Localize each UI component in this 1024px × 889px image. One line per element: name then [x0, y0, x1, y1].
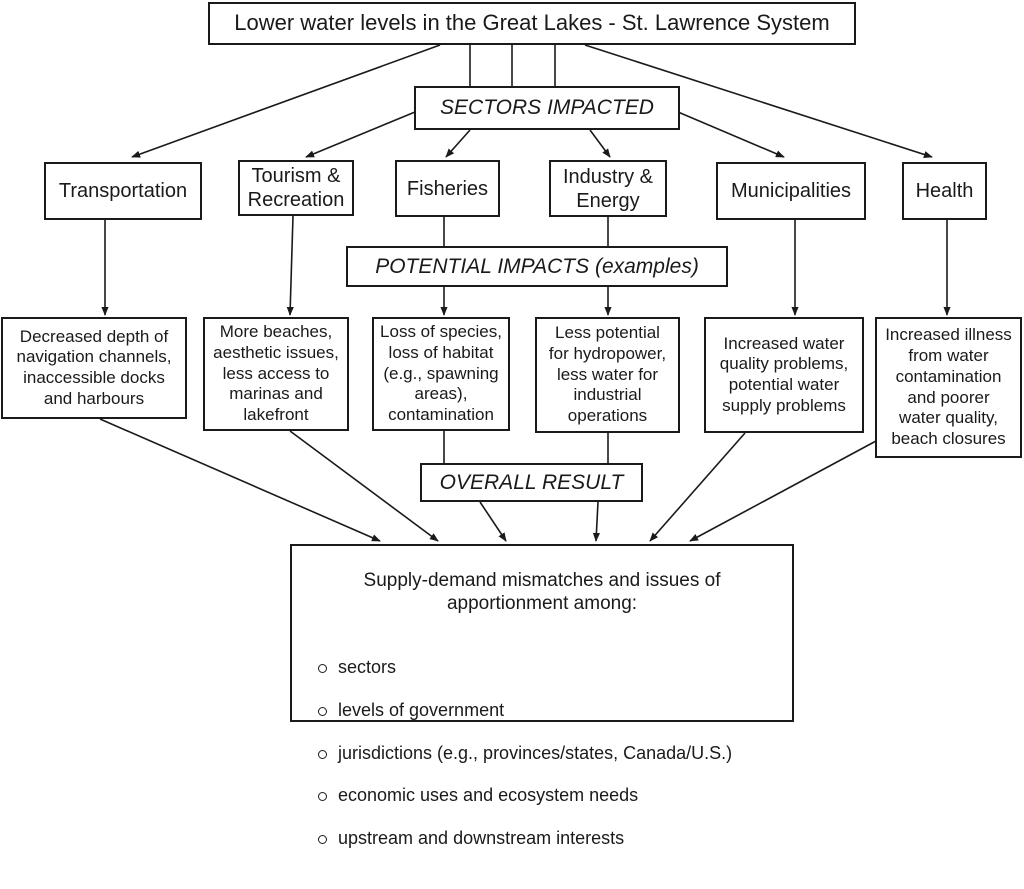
arrow-band-result-right: [592, 501, 601, 542]
impact-transportation: Decreased depth of navigation channels, …: [1, 317, 187, 419]
arrow-health-result: [689, 440, 877, 542]
overall-result-band: OVERALL RESULT: [420, 463, 643, 502]
result-item: upstream and downstream interests: [318, 827, 792, 851]
impact-fisheries: Loss of species, loss of habitat (e.g., …: [372, 317, 510, 431]
result-heading: Supply-demand mismatches and issues of a…: [363, 570, 721, 614]
sector-transportation: Transportation: [44, 162, 202, 220]
impact-tourism-recreation: More beaches, aesthetic issues, less acc…: [203, 317, 349, 431]
bullet-circle-icon: [318, 749, 327, 759]
arrow-tourism-result: [289, 430, 439, 542]
sector-health: Health: [902, 162, 987, 220]
sector-industry-energy: Industry & Energy: [549, 160, 667, 217]
bullet-circle-icon: [318, 834, 327, 844]
result-item: jurisdictions (e.g., provinces/states, C…: [318, 742, 792, 766]
impact-health: Increased illness from water contaminati…: [875, 317, 1022, 458]
result-item: levels of government: [318, 699, 792, 723]
arrow-band-fisheries: [445, 129, 471, 158]
result-item-text: jurisdictions (e.g., provinces/states, C…: [338, 742, 733, 763]
arrow-band-industry: [589, 129, 611, 158]
sectors-impacted-band: SECTORS IMPACTED: [414, 86, 680, 130]
result-item: economic uses and ecosystem needs: [318, 784, 792, 808]
arrow-band-municipalities: [677, 111, 785, 158]
arrow-municipalities-result: [649, 432, 746, 542]
result-item-text: sectors: [338, 657, 397, 678]
arrow-tourism-impact: [286, 215, 294, 316]
sector-municipalities: Municipalities: [716, 162, 866, 220]
sector-tourism-recreation: Tourism & Recreation: [238, 160, 354, 216]
result-item-text: levels of government: [338, 699, 505, 720]
overall-result-box: Supply-demand mismatches and issues of a…: [290, 544, 794, 848]
result-item-text: upstream and downstream interests: [338, 827, 625, 848]
arrow-band-result-left: [479, 501, 507, 542]
impact-industry-energy: Less potential for hydropower, less wate…: [535, 317, 680, 433]
diagram-title: Lower water levels in the Great Lakes - …: [208, 2, 856, 45]
connector-lines: [99, 44, 951, 542]
sector-fisheries: Fisheries: [395, 160, 500, 217]
impact-municipalities: Increased water quality problems, potent…: [704, 317, 864, 433]
potential-impacts-band: POTENTIAL IMPACTS (examples): [346, 246, 728, 287]
arrow-band-tourism: [305, 111, 416, 158]
arrow-title-health: [584, 44, 933, 158]
result-item: sectors: [318, 656, 792, 680]
bullet-circle-icon: [318, 664, 327, 674]
arrow-title-transportation: [131, 44, 441, 158]
result-item-text: economic uses and ecosystem needs: [338, 785, 639, 806]
bullet-circle-icon: [318, 792, 327, 802]
result-list: sectors levels of government jurisdictio…: [292, 637, 792, 870]
arrow-transportation-result: [99, 418, 381, 542]
bullet-circle-icon: [318, 706, 327, 716]
